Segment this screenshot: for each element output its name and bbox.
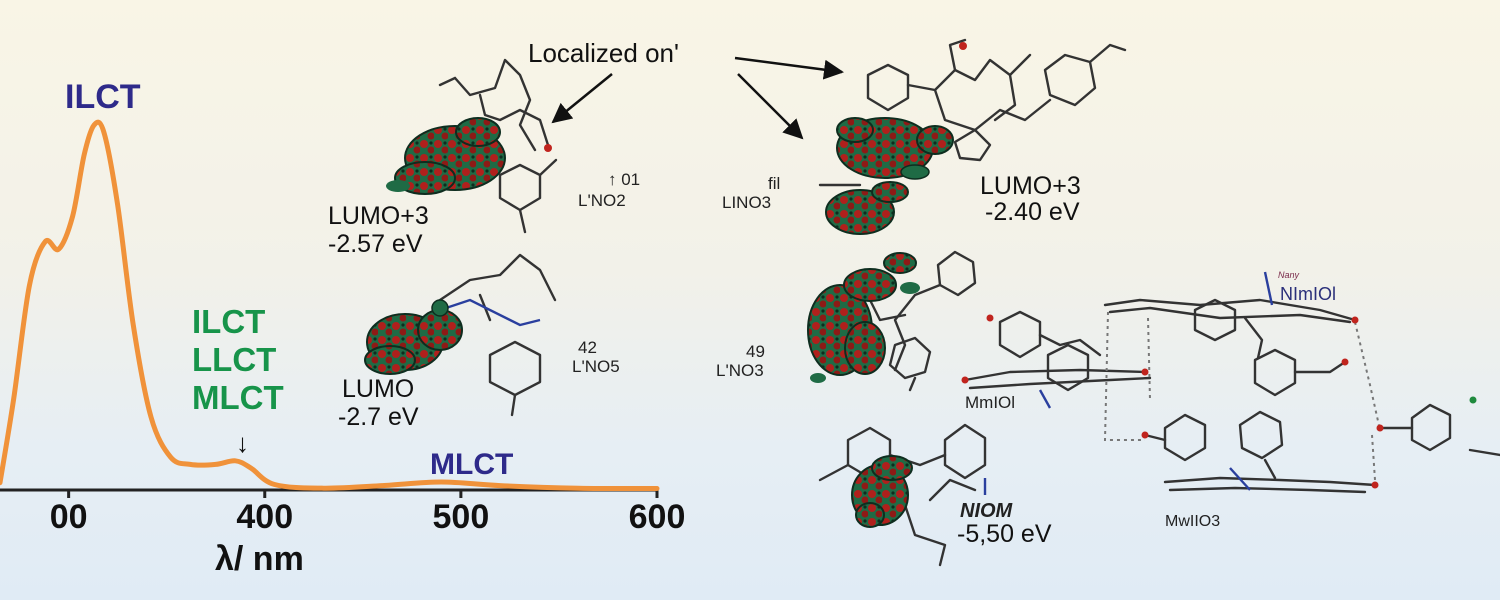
molecule-middle-skeleton <box>868 250 977 392</box>
series-line-absorption <box>0 119 660 492</box>
crystal-label-a: NImIOl <box>1280 284 1336 304</box>
orbital-lumo3-right <box>825 42 967 235</box>
annotation-ilct-top: ILCT <box>65 78 141 116</box>
ligand-label-1-number: ↑ 01 <box>608 170 640 189</box>
molecule-lumo-metal-bonds <box>439 298 541 327</box>
orbital-homo <box>851 455 913 528</box>
crystal-packing-atoms <box>961 314 1477 489</box>
orbital-lumo3-right-energy: -2.40 eV <box>985 198 1080 226</box>
annotation-band-ilct: ILCT <box>192 303 265 340</box>
orbital-lumo-energy: -2.7 eV <box>338 403 419 431</box>
orbital-lumo3-left-name: LUMO+3 <box>328 202 429 230</box>
crystal-packing-hbonds <box>1103 311 1381 481</box>
localized-on-label: Localized on' <box>528 38 679 68</box>
x-axis-ticks: 00 400 500 600 <box>50 490 686 536</box>
arrow-to-lumo3-right-top <box>734 56 844 80</box>
x-tick-label-500: 500 <box>433 498 490 536</box>
molecule-lumo3-right: LUMO+3 -2.40 eV fil LINO3 <box>722 38 1127 235</box>
crystal-label-c: MwIIO3 <box>1165 513 1220 530</box>
ligand-label-1-text: L'NO2 <box>578 191 626 210</box>
ligand-label-4-text: L'NO3 <box>716 361 764 380</box>
x-axis-label: λ/ nm <box>215 540 304 578</box>
crystal-label-b: MmIOl <box>965 393 1015 412</box>
orbital-lumo <box>364 299 463 375</box>
annotation-band-llct: LLCT <box>192 341 276 378</box>
orbital-lumo3-left <box>386 117 552 195</box>
molecule-lumo: LUMO -2.7 eV 42 L'NO5 <box>338 253 620 431</box>
ligand-label-2-number: fil <box>768 174 780 193</box>
ligand-label-2-text: LINO3 <box>722 193 771 212</box>
x-tick-label-600: 600 <box>629 498 686 536</box>
ligand-label-3-text: L'NO5 <box>572 357 620 376</box>
molecule-lumo3-right-skeleton <box>818 38 1127 187</box>
annotation-mlct-low: MLCT <box>430 448 513 481</box>
molecule-lumo3-left-skeleton <box>438 58 558 234</box>
orbital-homo-energy: -5,50 eV <box>957 520 1052 548</box>
orbital-middle <box>807 252 920 383</box>
x-tick-label-400: 400 <box>236 498 293 536</box>
crystal-packing: Nany NImIOl MmIOl MwIIO3 <box>961 270 1500 530</box>
orbital-lumo-name: LUMO <box>342 375 414 403</box>
arrow-to-lumo3-right <box>737 73 804 140</box>
ligand-label-4-number: 49 <box>746 342 765 361</box>
ligand-label-3-number: 42 <box>578 338 597 357</box>
x-tick-label-300: 00 <box>50 498 88 536</box>
annotation-arrow: ↓ <box>236 428 249 458</box>
orbital-lumo3-left-energy: -2.57 eV <box>328 230 423 258</box>
molecule-homo: NIOM -5,50 eV <box>818 423 1052 567</box>
crystal-packing-metal-bonds <box>1038 271 1274 491</box>
arrow-to-lumo3-left <box>551 73 613 124</box>
molecule-middle: 49 L'NO3 <box>716 250 977 392</box>
orbital-homo-name: NIOM <box>960 500 1014 522</box>
crystal-label-tag: Nany <box>1278 270 1300 280</box>
annotation-band-mlct: MLCT <box>192 379 284 416</box>
orbital-lumo3-right-name: LUMO+3 <box>980 172 1081 200</box>
molecule-lumo3-left: LUMO+3 -2.57 eV ↑ 01 L'NO2 <box>328 58 640 258</box>
crystal-packing-skeleton <box>963 298 1500 494</box>
